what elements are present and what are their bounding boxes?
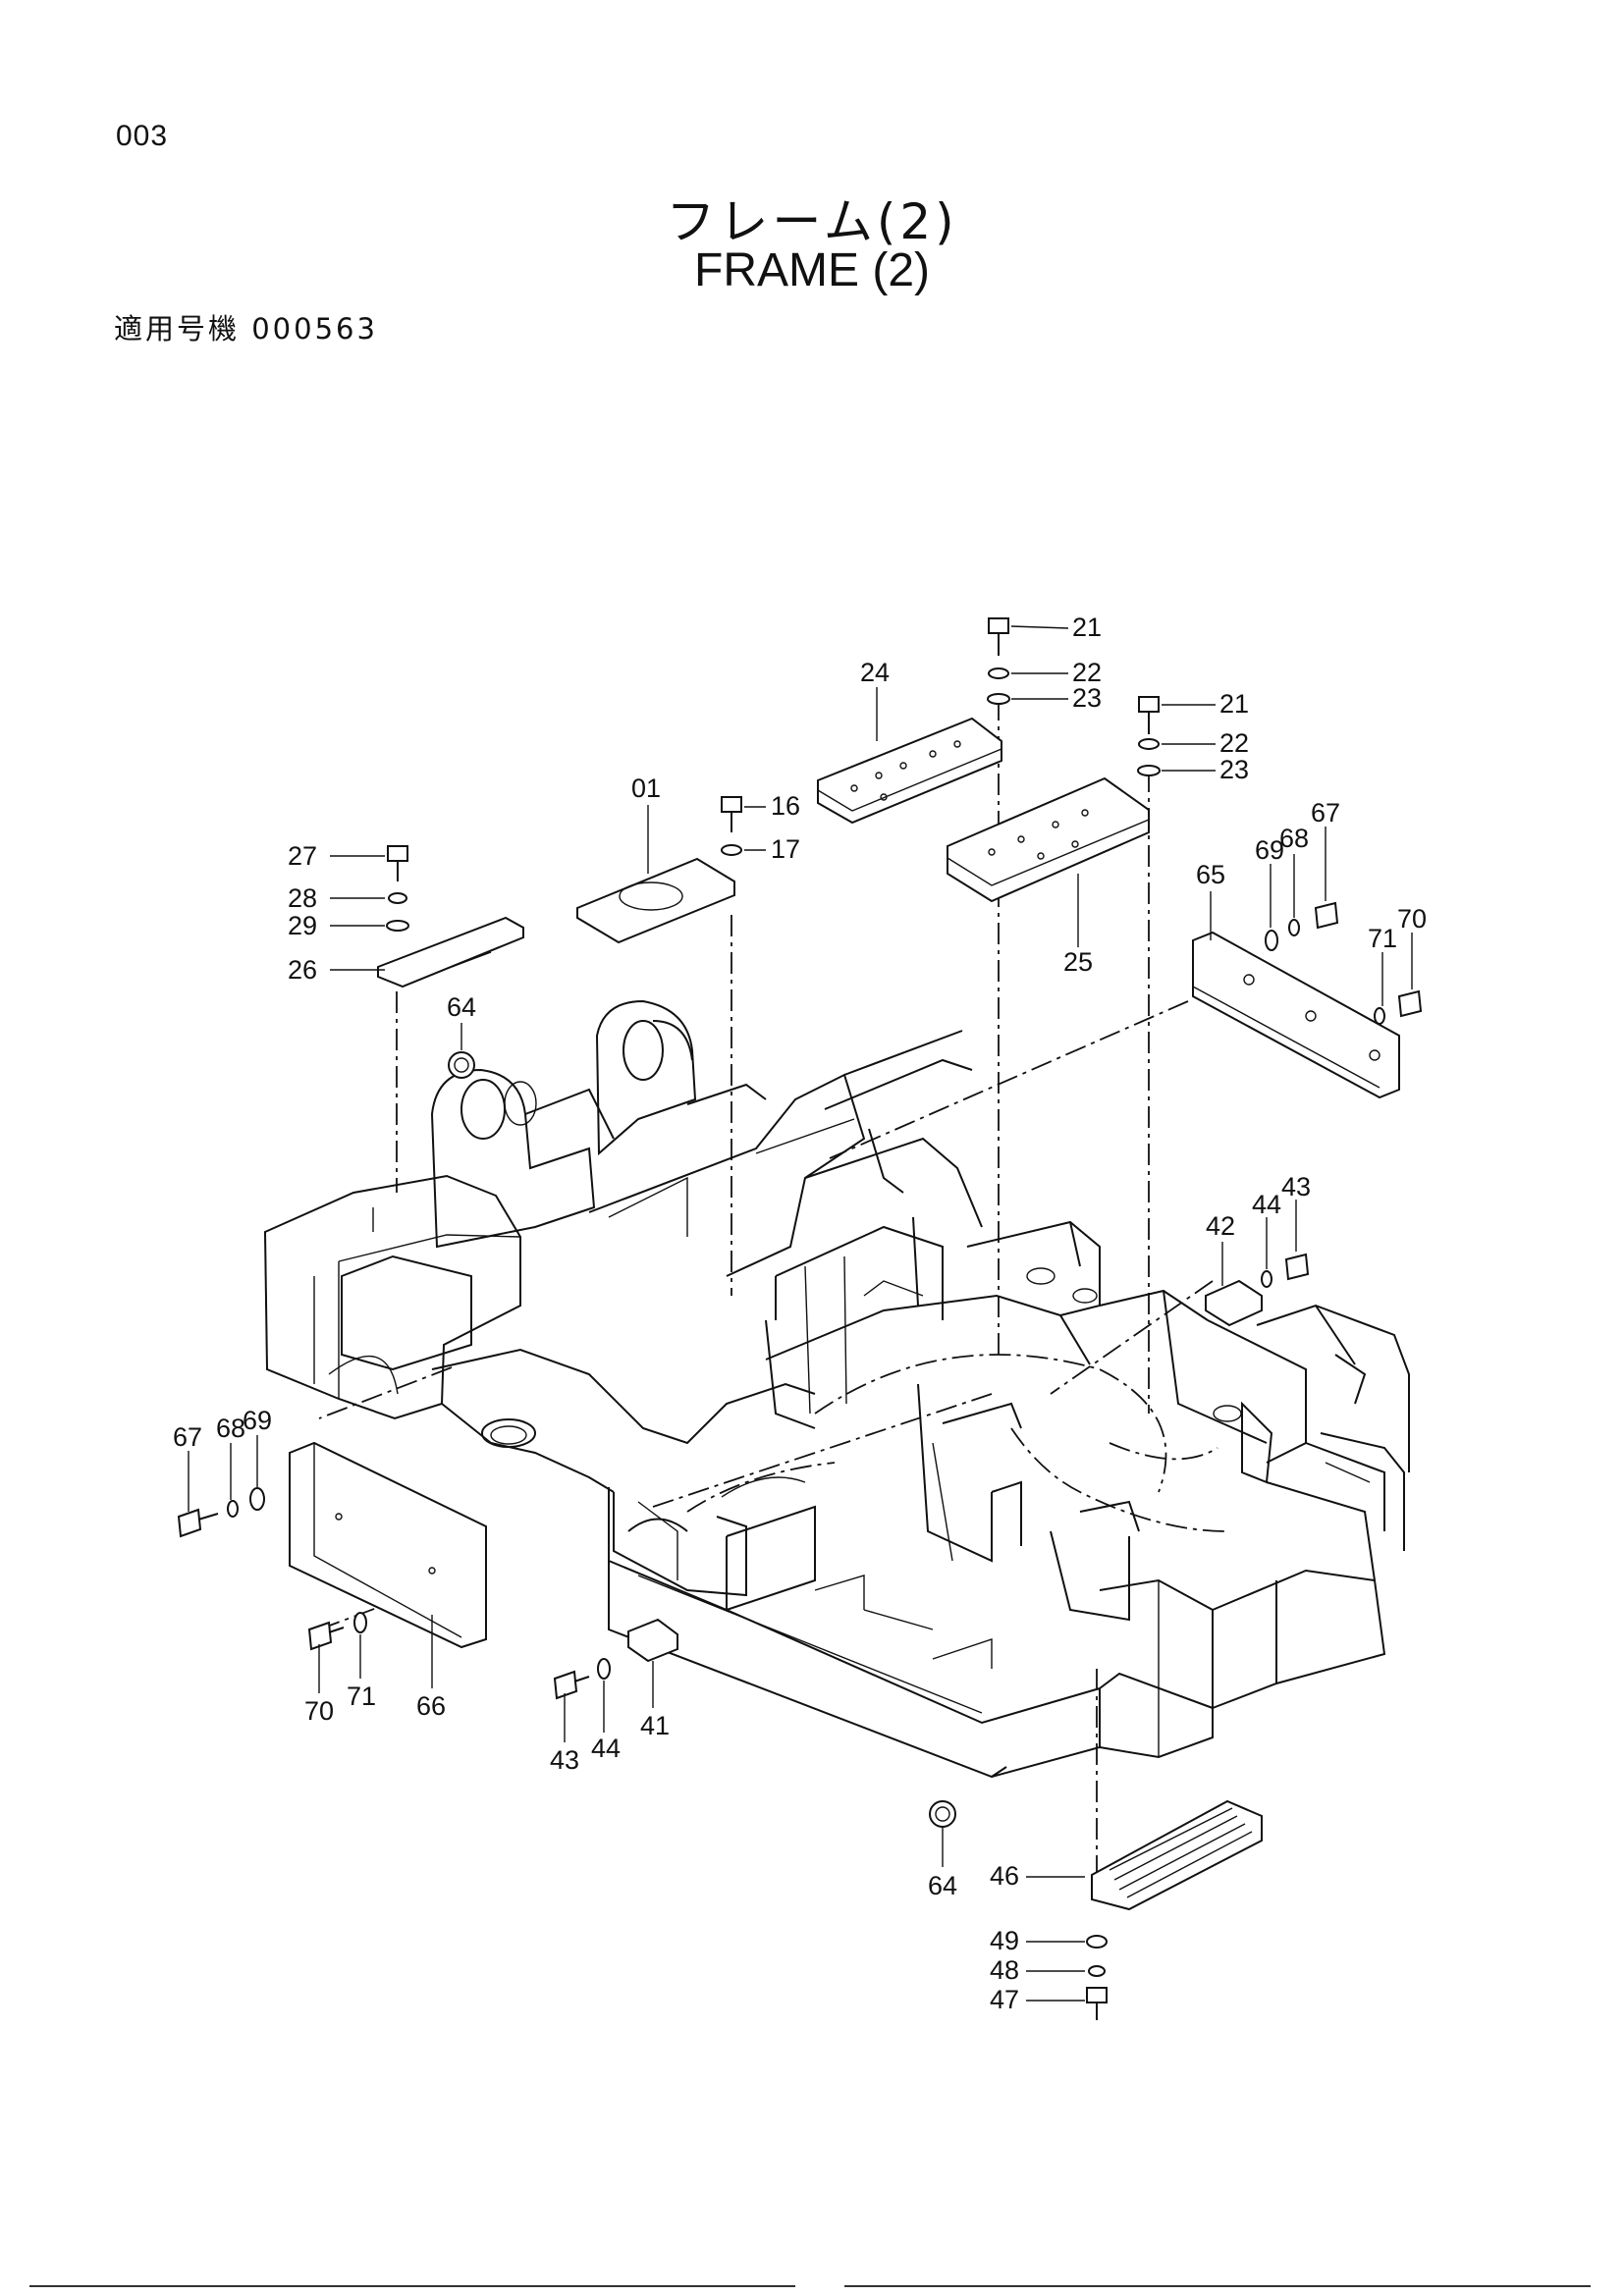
callout-49: 49 — [990, 1926, 1019, 1955]
page-title-japanese: フレーム(2) — [666, 193, 958, 250]
callout-67-left: 67 — [173, 1422, 202, 1452]
callout-22a: 22 — [1072, 658, 1102, 687]
main-frame-drawing — [263, 999, 1410, 1779]
callout-29: 29 — [288, 911, 317, 940]
fasteners — [177, 617, 1423, 2020]
callout-70-right: 70 — [1397, 904, 1427, 934]
callout-46: 46 — [990, 1861, 1019, 1891]
callout-leaders — [188, 625, 1413, 2002]
callout-71-right: 71 — [1368, 924, 1397, 953]
callout-43-left: 43 — [550, 1745, 579, 1775]
callout-17: 17 — [771, 834, 800, 864]
callout-64-bottom: 64 — [928, 1871, 957, 1900]
callout-27: 27 — [288, 841, 317, 871]
callout-69-left: 69 — [243, 1406, 272, 1435]
callout-26: 26 — [288, 955, 317, 985]
callout-47: 47 — [990, 1985, 1019, 2014]
callout-70-left: 70 — [304, 1696, 334, 1726]
page-number: 003 — [116, 120, 169, 152]
callout-23b: 23 — [1219, 755, 1249, 784]
callout-24: 24 — [860, 658, 890, 687]
callout-labels: 21 22 23 24 21 22 23 01 16 17 27 28 29 2… — [173, 613, 1427, 2014]
callout-28: 28 — [288, 883, 317, 913]
callout-71-left: 71 — [347, 1682, 376, 1711]
callout-21a: 21 — [1072, 613, 1102, 642]
callout-42: 42 — [1206, 1211, 1235, 1241]
bottom-rule-right — [844, 2285, 1591, 2287]
callout-65: 65 — [1196, 860, 1225, 889]
assembly-guide-lines — [318, 699, 1214, 1890]
parts-drawing — [177, 617, 1423, 2020]
callout-68-right: 68 — [1279, 824, 1309, 853]
callout-41: 41 — [640, 1711, 670, 1740]
callout-01: 01 — [631, 774, 661, 803]
callout-44-left: 44 — [591, 1734, 621, 1763]
callout-44-right: 44 — [1252, 1190, 1281, 1219]
callout-69-right: 69 — [1255, 835, 1284, 865]
callout-16: 16 — [771, 791, 800, 821]
callout-67-right: 67 — [1311, 798, 1340, 828]
callout-68-left: 68 — [216, 1414, 245, 1443]
callout-25: 25 — [1063, 947, 1093, 977]
callout-48: 48 — [990, 1955, 1019, 1985]
callout-21b: 21 — [1219, 689, 1249, 719]
callout-43-right: 43 — [1281, 1172, 1311, 1201]
page-title-english: FRAME (2) — [694, 244, 930, 296]
callout-66: 66 — [416, 1691, 446, 1721]
applicable-serial-number: 適用号機 000563 — [114, 312, 378, 346]
bottom-rule-left — [29, 2285, 795, 2287]
callout-22b: 22 — [1219, 728, 1249, 758]
callout-64-top: 64 — [447, 992, 476, 1022]
callout-23a: 23 — [1072, 683, 1102, 713]
